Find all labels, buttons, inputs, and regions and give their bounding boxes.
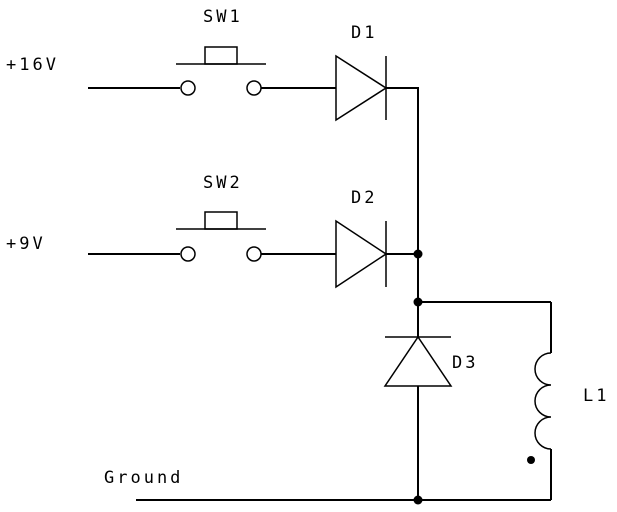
sw1-contact-left: [180, 80, 196, 96]
d3-triangle: [383, 335, 453, 387]
inductor-l1: [527, 302, 552, 500]
label-sw1: SW1: [203, 7, 243, 27]
sw2-contact-right: [246, 246, 262, 262]
sw2-button: [204, 211, 238, 230]
label-d1: D1: [351, 23, 377, 43]
diode-d2: [335, 219, 388, 289]
junction-d2-rail: [413, 249, 423, 259]
wire-d1-rail: [386, 87, 419, 254]
label-9v: +9V: [6, 234, 46, 254]
label-16v: +16V: [6, 55, 59, 75]
sw1-contact-right: [246, 80, 262, 96]
d1-triangle: [335, 54, 388, 122]
sw1-button: [204, 46, 238, 65]
diode-d3: [383, 335, 453, 387]
d2-triangle: [335, 219, 388, 289]
sw2-contact-left: [180, 246, 196, 262]
junction-ground: [413, 495, 423, 505]
label-sw2: SW2: [203, 173, 243, 193]
diode-d1: [335, 54, 388, 122]
switch-sw2: [176, 211, 266, 262]
row-9v: [88, 211, 418, 289]
label-l1: L1: [583, 386, 609, 406]
label-d2: D2: [351, 188, 377, 208]
switch-sw1: [176, 46, 266, 96]
l1-coil: [534, 352, 552, 450]
junction-l1-branch: [413, 297, 423, 307]
label-d3: D3: [452, 353, 478, 373]
label-ground: Ground: [104, 468, 183, 488]
row-16v: [88, 46, 419, 254]
l1-polarity-dot: [527, 456, 535, 464]
